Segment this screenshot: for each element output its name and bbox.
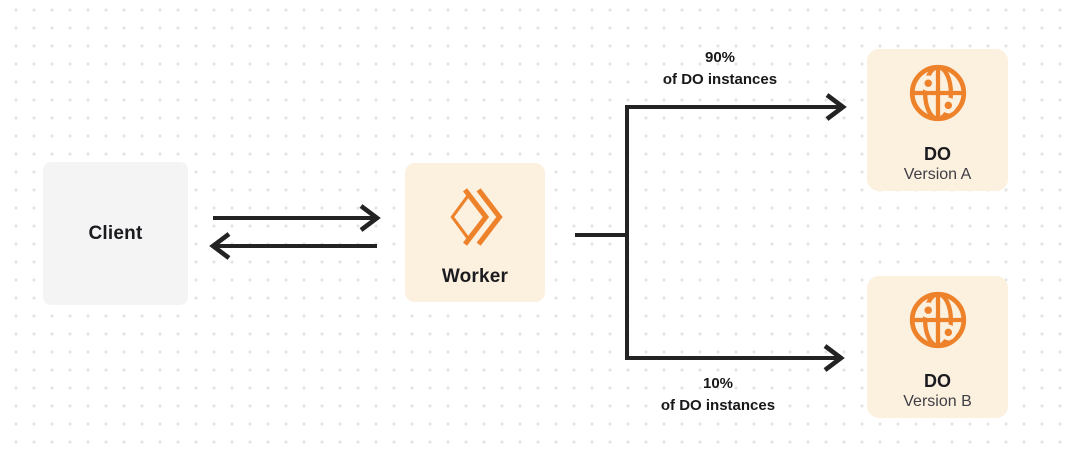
globe-icon bbox=[905, 60, 971, 131]
edge-label-10-line2: of DO instances bbox=[660, 397, 776, 414]
do-version-b-node: DO Version B bbox=[867, 276, 1008, 418]
workers-logo-icon bbox=[446, 183, 504, 256]
edge-label-90-line1: 90% bbox=[704, 49, 736, 66]
edge-label-90-line2: of DO instances bbox=[662, 71, 778, 88]
globe-icon bbox=[905, 287, 971, 358]
edge-worker-to-client bbox=[209, 232, 377, 260]
worker-node: Worker bbox=[405, 163, 545, 302]
do-b-subtitle: Version B bbox=[903, 392, 972, 410]
edge-worker-to-do-a bbox=[625, 93, 847, 121]
edge-label-90-percent: 90% of DO instances bbox=[610, 47, 830, 91]
edge-worker-to-do-b bbox=[625, 344, 845, 372]
worker-label: Worker bbox=[441, 266, 509, 287]
edge-client-to-worker bbox=[213, 204, 381, 232]
edge-label-10-percent: 10% of DO instances bbox=[608, 373, 828, 417]
do-b-title: DO bbox=[924, 370, 951, 391]
edge-label-10-line1: 10% bbox=[702, 375, 734, 392]
do-a-subtitle: Version A bbox=[903, 165, 972, 183]
do-a-title: DO bbox=[924, 143, 951, 164]
client-node: Client bbox=[43, 162, 188, 305]
do-version-a-node: DO Version A bbox=[867, 49, 1008, 191]
client-label: Client bbox=[88, 222, 143, 244]
